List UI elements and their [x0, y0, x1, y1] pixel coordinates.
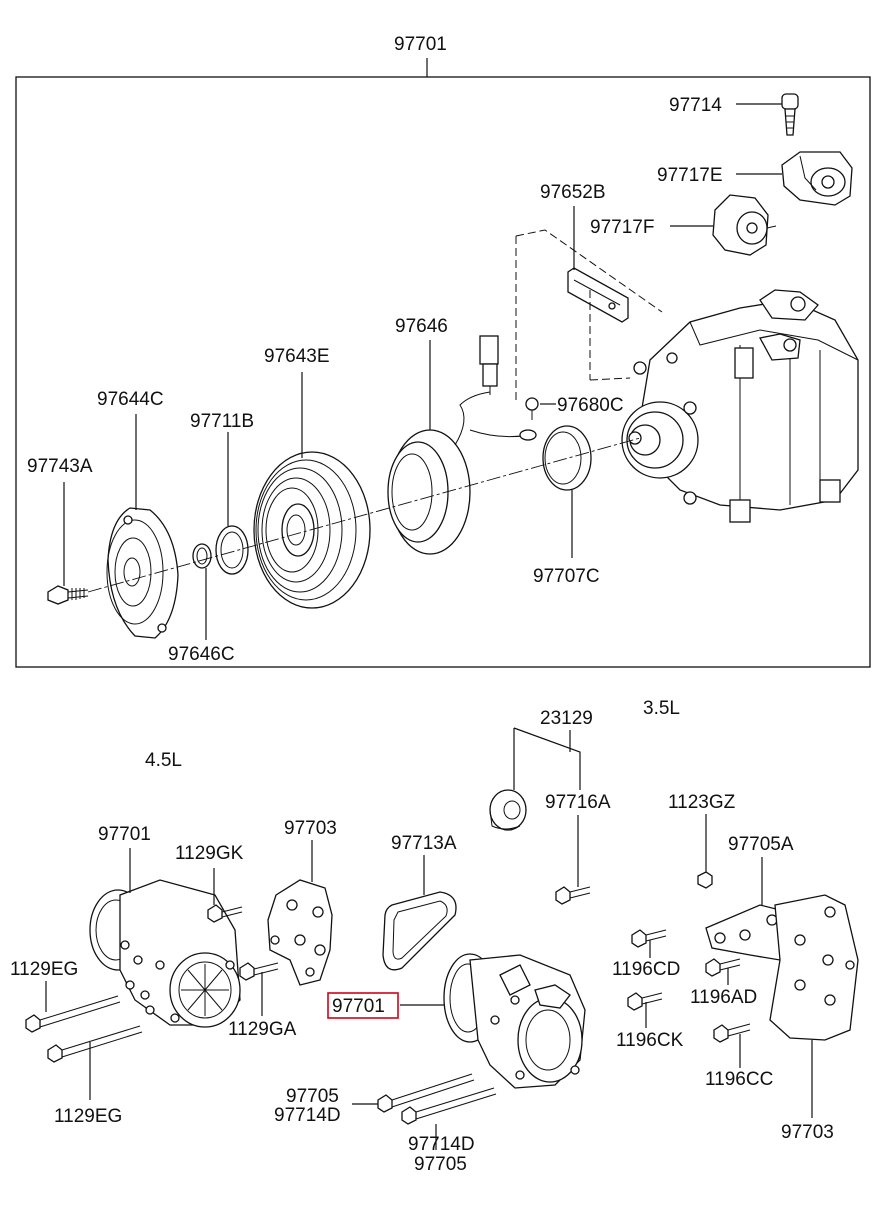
- label-97701-45L: 97701: [98, 824, 151, 845]
- label-1129GK: 1129GK: [175, 843, 244, 864]
- label-97701-selected: 97701: [332, 996, 385, 1017]
- bolt-97714-part: [781, 93, 799, 136]
- idler-23129-part: [489, 789, 527, 831]
- bolt-1196AD-part: [705, 958, 741, 977]
- valve-97717E-part: [781, 151, 853, 206]
- label-23129: 23129: [540, 708, 593, 729]
- label-97716A: 97716A: [545, 792, 611, 813]
- compressor-35L-part: [443, 953, 586, 1089]
- bolt-97714D-b-part: [401, 1087, 497, 1125]
- seal-97707C-part: [542, 425, 592, 491]
- label-4-5L: 4.5L: [145, 750, 182, 771]
- bolt-97743A-part: [47, 585, 89, 605]
- label-97705-b: 97705: [414, 1154, 467, 1175]
- label-97705-a: 97705: [286, 1086, 339, 1107]
- label-1196CC: 1196CC: [705, 1069, 773, 1090]
- label-97743A: 97743A: [27, 456, 93, 477]
- bolt-1196CC-part: [713, 1023, 751, 1043]
- bolt-1129EG-top-part: [25, 995, 121, 1033]
- label-97644C: 97644C: [97, 389, 164, 410]
- label-97705A: 97705A: [728, 834, 794, 855]
- label-1123GZ: 1123GZ: [668, 792, 736, 813]
- valve-97717F-part: [712, 194, 777, 256]
- label-1129GA: 1129GA: [228, 1019, 297, 1040]
- label-97646: 97646: [395, 316, 448, 337]
- bolt-1129GA-part: [239, 962, 279, 981]
- bracket-97703-left-part: [267, 879, 333, 986]
- screw-97680C-part: [525, 397, 539, 420]
- assembly-frame: [15, 76, 871, 668]
- label-97714D-a: 97714D: [274, 1105, 341, 1126]
- pulley-97643E-part: [253, 451, 371, 609]
- label-97713A: 97713A: [391, 833, 457, 854]
- bolt-1123GZ-part: [697, 871, 713, 889]
- compressor-45L-part: [89, 879, 241, 1028]
- label-top-assembly: 97701: [394, 34, 447, 55]
- label-97717E: 97717E: [657, 165, 723, 186]
- snap-ring-97711B-part: [215, 525, 249, 575]
- label-97646C: 97646C: [168, 644, 235, 665]
- label-97703-left: 97703: [284, 818, 337, 839]
- label-1129EG-bottom: 1129EG: [54, 1106, 122, 1127]
- label-97680C: 97680C: [557, 395, 624, 416]
- label-97714D-b: 97714D: [408, 1134, 475, 1155]
- hub-97644C-part: [106, 507, 179, 639]
- bracket-97703-right-part: [769, 894, 859, 1041]
- bolt-1196CD-part: [631, 929, 667, 948]
- label-97643E: 97643E: [264, 346, 330, 367]
- bolt-97716A-part: [555, 886, 591, 905]
- label-97714: 97714: [669, 95, 722, 116]
- shim-97646C-part: [192, 543, 212, 569]
- label-97703-right: 97703: [781, 1122, 834, 1143]
- belt-97713A-part: [382, 891, 457, 971]
- label-1196CK: 1196CK: [616, 1030, 684, 1051]
- selection-highlight: [327, 992, 399, 1019]
- bolt-97705-a-part: [377, 1073, 475, 1113]
- label-97707C: 97707C: [533, 566, 600, 587]
- bolt-1129EG-bottom-part: [47, 1025, 143, 1063]
- label-97652B: 97652B: [540, 182, 606, 203]
- label-97717F: 97717F: [590, 217, 654, 238]
- bolt-1129GK-part: [207, 904, 243, 923]
- label-1196AD: 1196AD: [690, 987, 757, 1008]
- bolt-1196CK-part: [627, 992, 663, 1011]
- compressor-body-part: [621, 289, 859, 523]
- coil-97646-part: [387, 335, 537, 555]
- label-1129EG-top: 1129EG: [10, 959, 78, 980]
- label-97711B: 97711B: [190, 411, 254, 432]
- label-3-5L: 3.5L: [643, 698, 680, 719]
- label-1196CD: 1196CD: [612, 959, 680, 980]
- bracket-97652B-part: [567, 267, 629, 323]
